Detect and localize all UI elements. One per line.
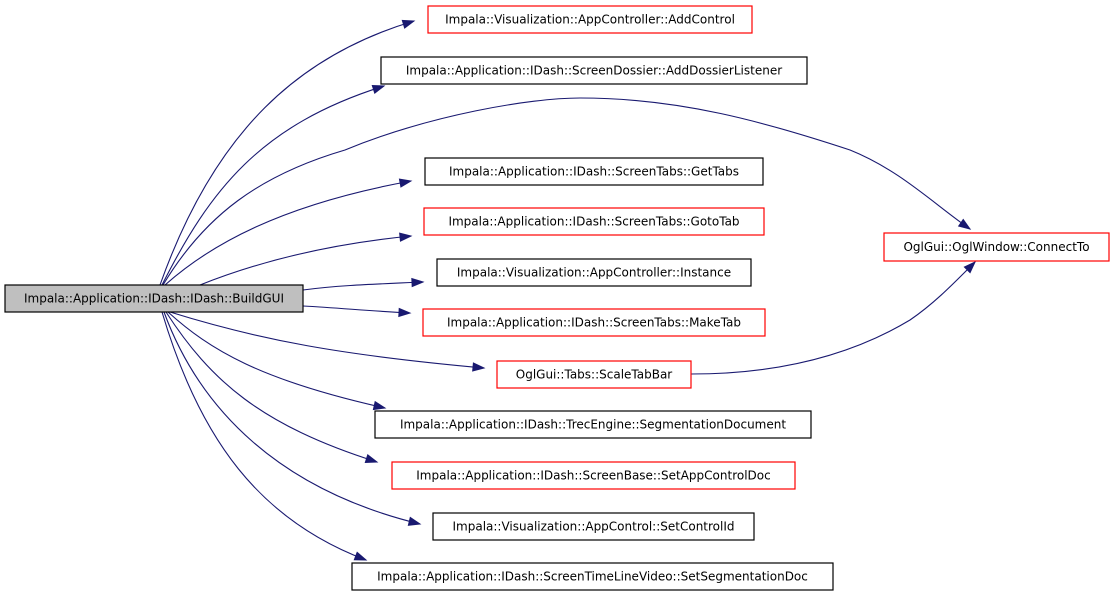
edge-root-to-addcontrol (159, 20, 415, 286)
node-label: OglGui::Tabs::ScaleTabBar (516, 368, 673, 382)
arrowhead-root-to-setsegdoc (353, 551, 368, 561)
node-setsegdoc[interactable]: Impala::Application::IDash::ScreenTimeLi… (351, 562, 834, 591)
node-scaletabbar[interactable]: OglGui::Tabs::ScaleTabBar (496, 360, 692, 389)
arrowhead-root-to-instance (411, 277, 425, 288)
node-box (391, 461, 796, 490)
edge-root-to-scaletabbar (169, 311, 485, 369)
edges-layer (159, 19, 977, 561)
node-label: Impala::Application::IDash::IDash::Build… (24, 292, 284, 306)
arrowhead-root-to-setappcontroldoc (364, 454, 379, 464)
node-box (374, 410, 812, 439)
node-label: Impala::Application::IDash::ScreenDossie… (406, 64, 782, 78)
node-box (4, 284, 304, 313)
arrowhead-root-to-addcontrol (401, 19, 416, 29)
arrowhead-scaletabbar-to-connectto (963, 260, 977, 274)
node-label: Impala::Application::IDash::TrecEngine::… (400, 418, 786, 432)
node-setappcontroldoc[interactable]: Impala::Application::IDash::ScreenBase::… (391, 461, 796, 490)
arrowhead-root-to-setcontrolid (407, 516, 422, 526)
node-setcontrolid[interactable]: Impala::Visualization::AppControl::SetCo… (432, 512, 755, 541)
edge-root-to-instance (302, 281, 424, 291)
arrowhead-root-to-segdoc (372, 400, 387, 411)
edge-root-to-setappcontroldoc (165, 311, 378, 463)
node-label: Impala::Visualization::AppControl::SetCo… (453, 520, 735, 534)
node-segdoc[interactable]: Impala::Application::IDash::TrecEngine::… (374, 410, 812, 439)
arrowhead-root-to-adddossier (371, 84, 386, 94)
edge-scaletabbar-to-connectto (690, 261, 976, 375)
node-box (436, 258, 752, 287)
arrowhead-root-to-scaletabbar (472, 362, 486, 372)
node-gettabs[interactable]: Impala::Application::IDash::ScreenTabs::… (424, 157, 764, 186)
node-label: Impala::Visualization::AppController::Ad… (445, 13, 735, 27)
node-maketab[interactable]: Impala::Application::IDash::ScreenTabs::… (422, 308, 766, 337)
node-gototab[interactable]: Impala::Application::IDash::ScreenTabs::… (423, 207, 765, 236)
node-adddossier[interactable]: Impala::Application::IDash::ScreenDossie… (380, 56, 808, 85)
node-box (427, 5, 753, 34)
arrowhead-root-to-connectto (957, 218, 972, 230)
edge-root-to-gettabs (164, 180, 412, 286)
node-label: Impala::Application::IDash::ScreenTimeLi… (377, 570, 808, 584)
arrowhead-root-to-gettabs (398, 178, 413, 188)
node-label: Impala::Application::IDash::ScreenBase::… (416, 469, 770, 483)
edge-root-to-maketab (302, 305, 411, 314)
node-connectto[interactable]: OglGui::OglWindow::ConnectTo (883, 232, 1110, 262)
node-label: OglGui::OglWindow::ConnectTo (903, 240, 1089, 254)
node-box (380, 56, 808, 85)
node-box (351, 562, 834, 591)
node-addcontrol[interactable]: Impala::Visualization::AppController::Ad… (427, 5, 753, 34)
edge-root-to-connectto (162, 97, 971, 286)
node-box (432, 512, 755, 541)
edge-root-to-segdoc (167, 311, 386, 409)
edge-root-to-gototab (199, 235, 412, 286)
nodes-layer: Impala::Application::IDash::IDash::Build… (4, 5, 1110, 591)
node-box (883, 232, 1110, 262)
node-box (496, 360, 692, 389)
node-label: Impala::Application::IDash::ScreenTabs::… (449, 165, 739, 179)
edge-root-to-setcontrolid (163, 311, 421, 525)
arrowhead-root-to-gototab (399, 232, 413, 242)
edge-root-to-setsegdoc (161, 311, 367, 561)
node-label: Impala::Application::IDash::ScreenTabs::… (448, 215, 739, 229)
node-label: Impala::Application::IDash::ScreenTabs::… (447, 316, 741, 330)
node-box (422, 308, 766, 337)
node-box (423, 207, 765, 236)
node-instance[interactable]: Impala::Visualization::AppController::In… (436, 258, 752, 287)
arrowhead-root-to-maketab (398, 307, 412, 318)
node-root[interactable]: Impala::Application::IDash::IDash::Build… (4, 284, 304, 313)
edge-root-to-adddossier (161, 85, 385, 286)
node-box (424, 157, 764, 186)
node-label: Impala::Visualization::AppController::In… (457, 266, 731, 280)
